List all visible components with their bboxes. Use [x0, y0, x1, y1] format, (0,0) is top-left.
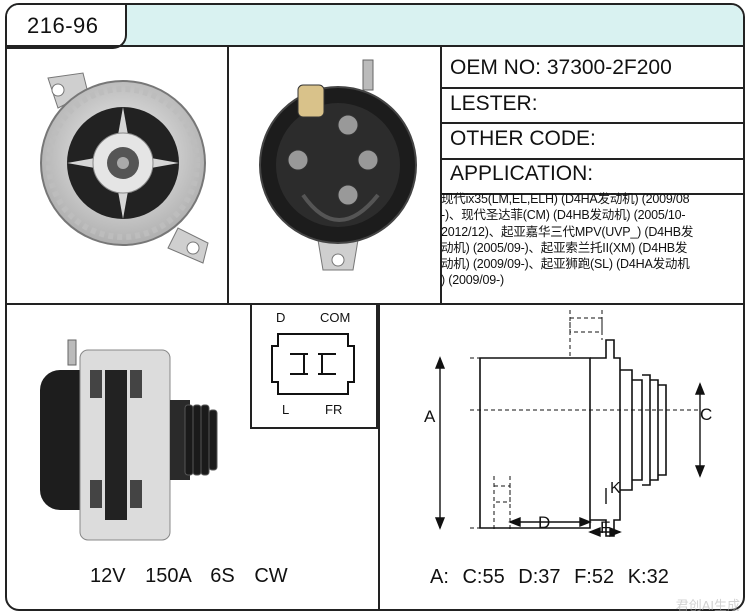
oem-number: OEM NO: 37300-2F200	[450, 56, 672, 79]
application-line: 现代ix35(LM,EL,ELH) (D4HA发动机) (2009/08	[441, 192, 690, 206]
divider-v1	[227, 45, 229, 303]
alternator-front-image	[40, 72, 209, 264]
part-code: 216-96	[27, 13, 99, 38]
dimension-f: F:52	[574, 566, 615, 588]
dimension-label-d: D	[538, 513, 551, 532]
divider-v3	[378, 303, 380, 609]
connector-label-d: D	[276, 310, 286, 325]
watermark: 君创AI生成	[675, 598, 740, 613]
alternator-rear-image	[259, 59, 417, 271]
application-line: 2012/12)、起亚嘉华三代MPV(UVP_) (D4HB发	[441, 224, 694, 239]
info-row-line-1	[440, 87, 743, 89]
dimension-c: C:55	[462, 566, 505, 588]
dimension-label-a: A	[424, 407, 436, 426]
application-line: -)、现代圣达菲(CM) (D4HB发动机) (2005/10-	[441, 208, 686, 223]
application-line: ) (2009/09-)	[441, 273, 504, 288]
dimension-values: A: C:55 D:37 F:52 K:32	[430, 566, 677, 589]
dimension-k: K:32	[627, 566, 669, 588]
header-band	[7, 5, 743, 45]
application-text: 现代ix35(LM,EL,ELH) (D4HA发动机) (2009/08 -)、…	[441, 191, 741, 289]
info-row-line-3	[440, 158, 743, 160]
dimension-drawing	[434, 310, 706, 538]
header-tab: 216-96	[7, 5, 127, 49]
connector-diagram	[271, 333, 355, 395]
alternator-side-image	[40, 339, 218, 541]
application-line: 动机) (2009/09-)、起亚狮跑(SL) (D4HA发动机	[441, 257, 690, 272]
application-line: 动机) (2005/09-)、起亚索兰托II(XM) (D4HB发	[441, 240, 688, 255]
application-label: APPLICATION:	[450, 162, 594, 185]
connector-box	[250, 303, 378, 429]
connector-label-fr: FR	[325, 402, 343, 417]
info-row-line-4	[440, 193, 743, 195]
dimension-label-c: C	[700, 405, 713, 424]
connector-label-com: COM	[320, 310, 351, 325]
divider-v2	[440, 45, 442, 303]
connector-label-l: L	[282, 402, 290, 417]
dimension-a: A:	[430, 566, 449, 588]
divider-top	[7, 45, 743, 47]
dimension-d: D:37	[518, 566, 561, 588]
lester-label: LESTER:	[450, 92, 538, 115]
info-row-line-2	[440, 122, 743, 124]
divider-middle	[7, 303, 743, 305]
dimension-label-k: K	[610, 480, 621, 497]
electrical-specs: 12V 150A 6S CW	[90, 565, 288, 587]
dimension-label-f: F	[600, 518, 611, 537]
other-code-label: OTHER CODE:	[450, 127, 596, 150]
